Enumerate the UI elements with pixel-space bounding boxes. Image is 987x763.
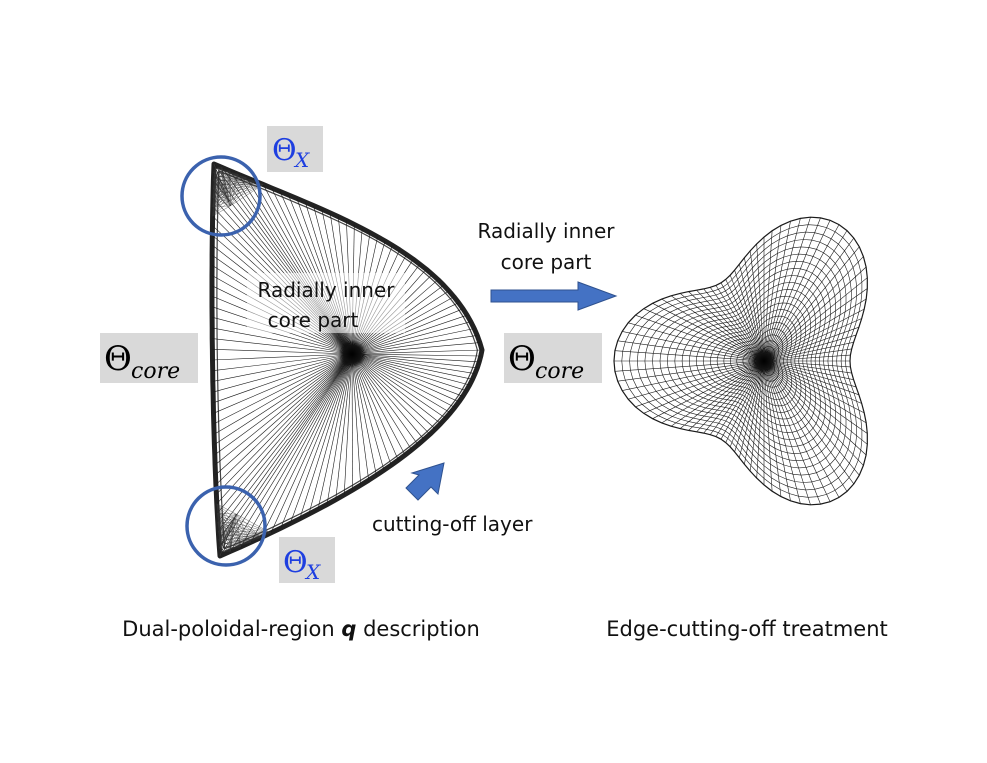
theta-x-top-symbol: Θ <box>272 133 297 168</box>
theta-x-top-subscript: X <box>293 148 310 172</box>
inner-core-left-line2: core part <box>268 308 359 332</box>
theta-core-right-symbol: Θ <box>508 339 536 379</box>
edge-cutting-off-mesh <box>613 216 868 506</box>
theta-core-label-right: Θ core <box>504 333 602 384</box>
caption-right: Edge-cutting-off treatment <box>606 617 888 641</box>
magnetic-axis-right <box>751 348 777 374</box>
inner-core-arrow-line1: Radially inner <box>478 219 616 243</box>
inner-core-arrow-line2: core part <box>501 250 592 274</box>
x-point-circle-bottom <box>185 485 267 567</box>
theta-core-right-subscript: core <box>535 359 584 384</box>
inner-core-label-left: Radially inner core part <box>247 273 405 333</box>
theta-x-bottom-symbol: Θ <box>283 545 308 580</box>
inner-core-left-line1: Radially inner <box>258 278 396 302</box>
theta-core-left-subscript: core <box>131 359 180 384</box>
caption-left: Dual-poloidal-region q description <box>122 617 480 641</box>
x-point-circle-top <box>180 155 262 237</box>
theta-x-bottom-subscript: X <box>304 560 321 584</box>
transfer-arrow <box>490 281 618 311</box>
magnetic-axis-left <box>338 340 366 368</box>
theta-core-left-symbol: Θ <box>104 339 132 379</box>
cutting-layer-label: cutting-off layer <box>372 512 533 536</box>
cutting-layer-arrow <box>405 462 445 501</box>
theta-x-label-top: Θ X <box>267 126 323 172</box>
inner-core-label-arrow: Radially inner core part <box>478 219 616 274</box>
theta-x-label-bottom: Θ X <box>279 537 335 584</box>
theta-core-label-left: Θ core <box>100 333 198 384</box>
